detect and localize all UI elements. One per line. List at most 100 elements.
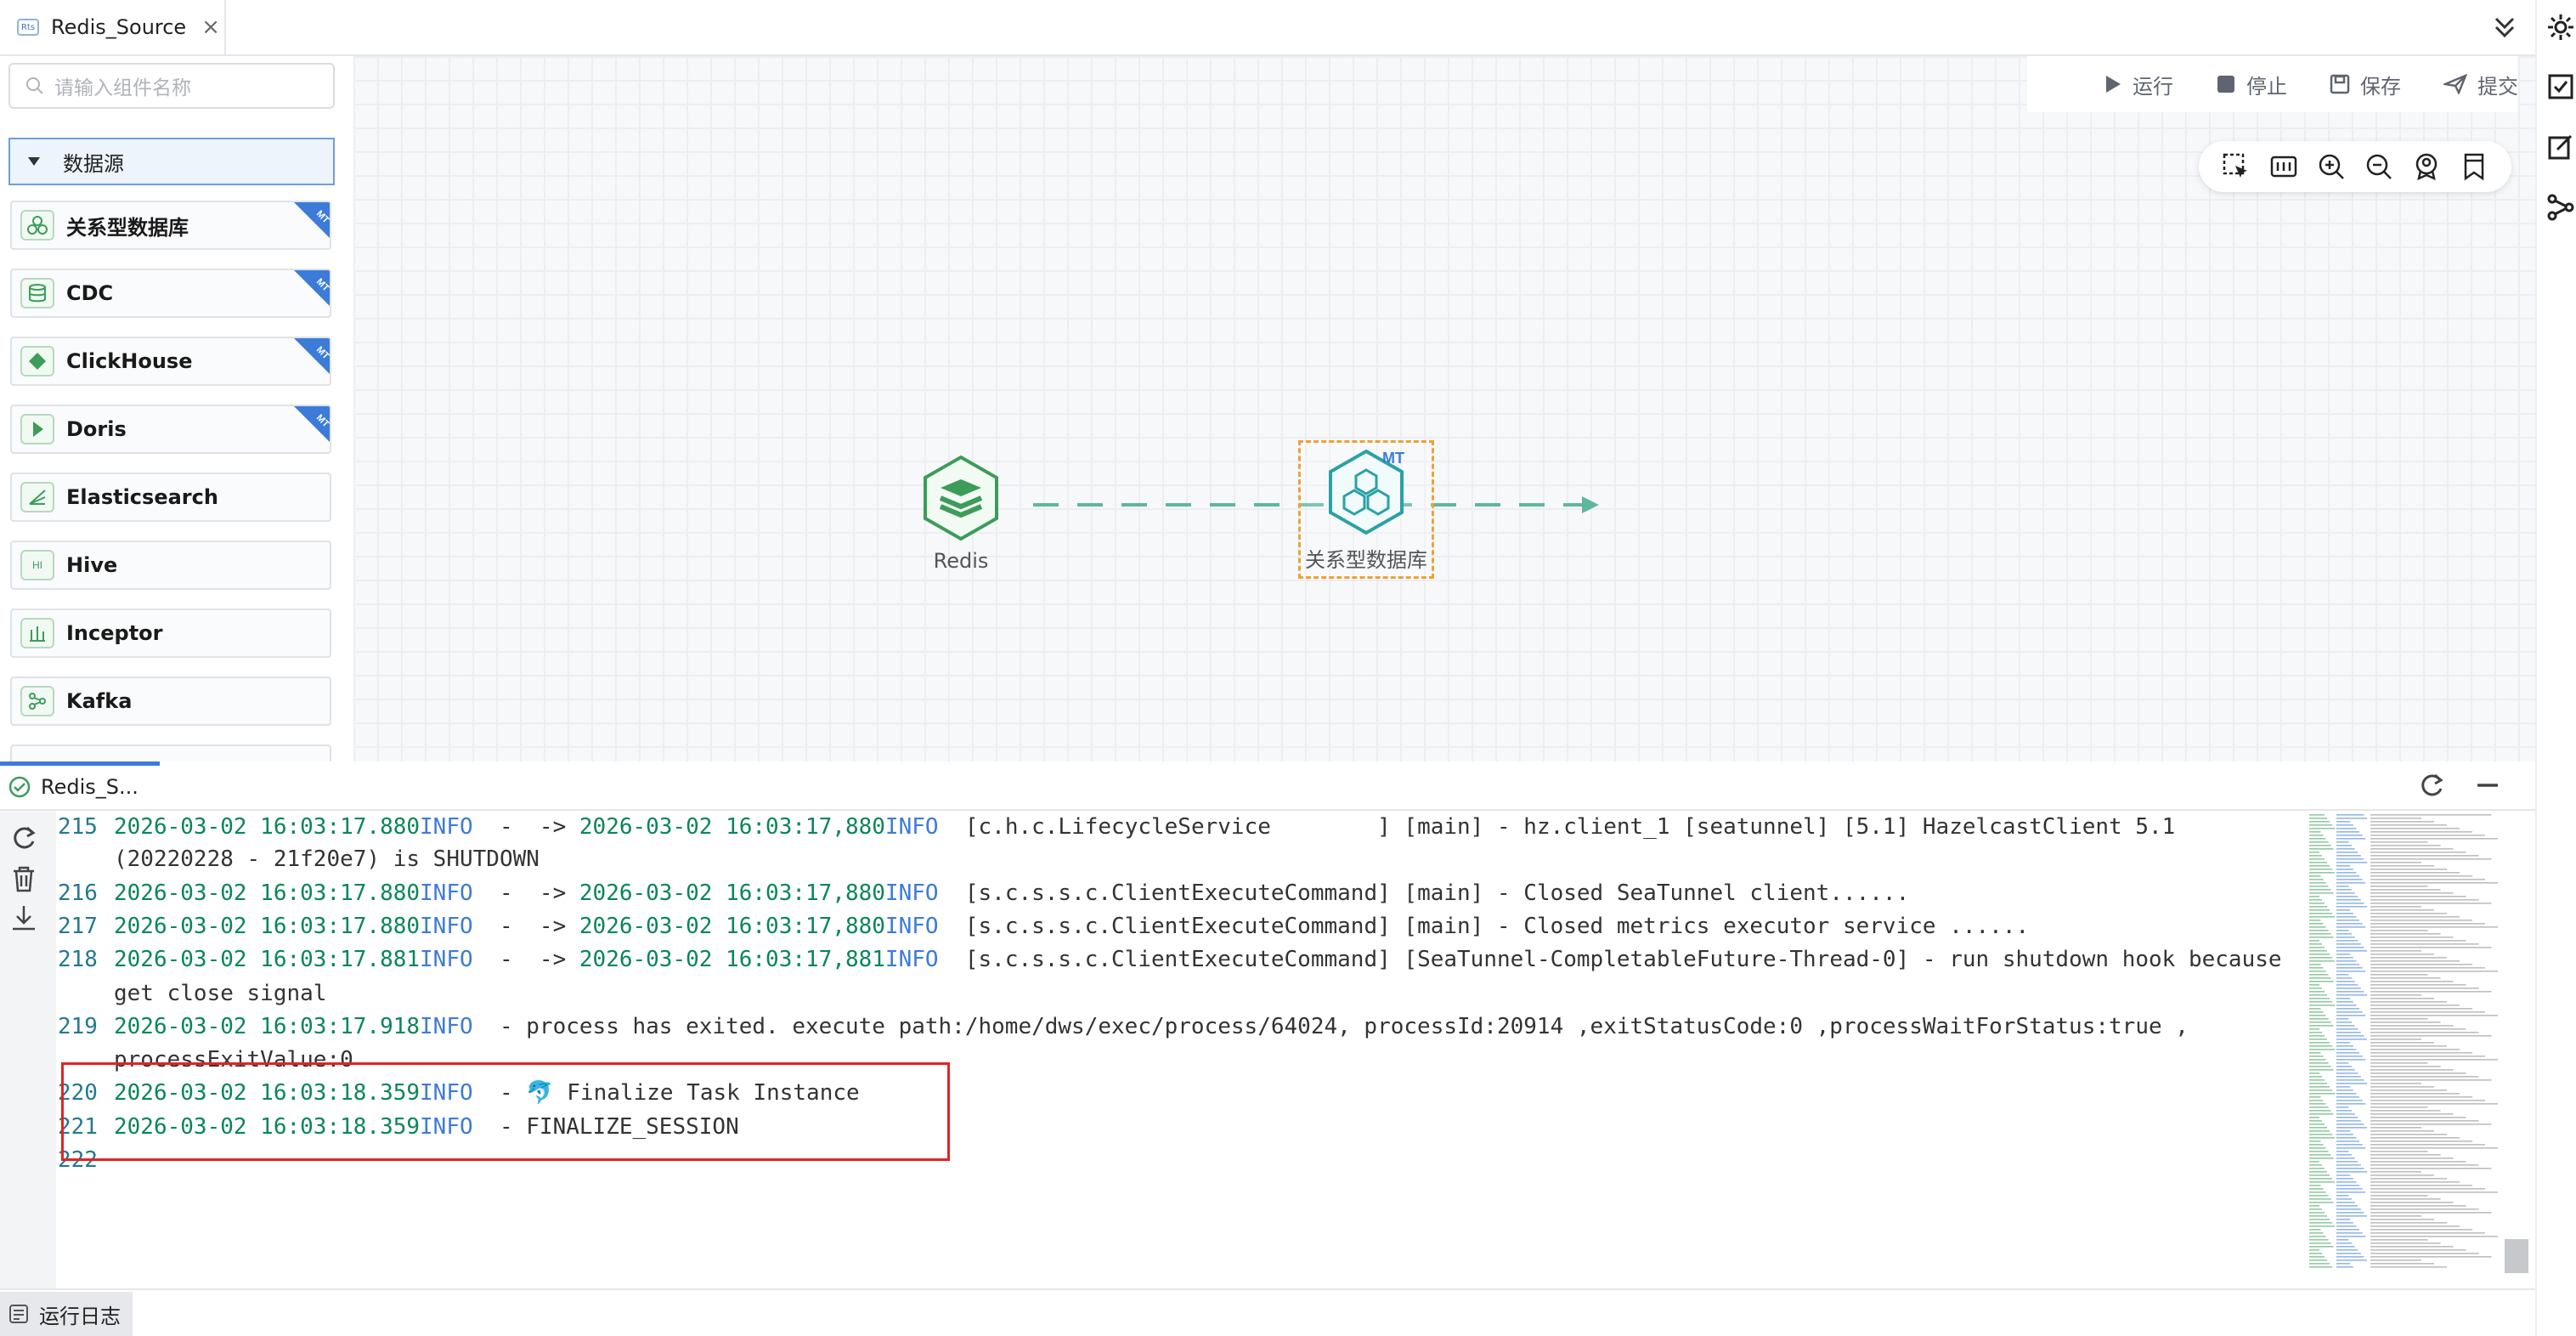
relational-db-icon <box>1329 449 1404 535</box>
zoom-in-icon[interactable] <box>2308 143 2355 190</box>
send-icon <box>2443 74 2467 94</box>
node-relational-db[interactable]: MT 关系型数据库 <box>1298 440 1434 579</box>
workflow-canvas[interactable]: 运行 停止 保存 提交 <box>353 56 2535 761</box>
log-ts: 2026-03-02 16:03:18.359 <box>114 1080 421 1106</box>
highlight-box <box>61 1062 950 1161</box>
palette-item-partial[interactable] <box>10 744 331 761</box>
log-text: 2026-03-02 16:03:17.880INFO - -> 2026-03… <box>114 877 1909 909</box>
log-text: 2026-03-02 16:03:18.359INFO - 🐬 Finalize… <box>114 1077 860 1109</box>
log-rest: - 🐬 Finalize Task Instance <box>472 1080 860 1106</box>
log-ts2: 2026-03-02 16:03:17,880 <box>579 914 885 939</box>
right-side-toolbar <box>2535 0 2576 1336</box>
download-icon[interactable] <box>8 903 39 933</box>
inceptor-icon <box>20 618 54 648</box>
log-lv: INFO <box>420 1114 473 1140</box>
log-continuation: get close signal <box>114 981 327 1006</box>
search-icon <box>26 77 43 94</box>
checklist-icon[interactable] <box>2545 71 2576 102</box>
submit-button[interactable]: 提交 <box>2443 70 2518 99</box>
line-number: 217 <box>58 914 98 939</box>
log-rest: [s.c.s.s.c.ClientExecuteCommand] [main] … <box>938 914 2030 939</box>
kafka-icon <box>20 686 54 716</box>
line-number: 221 <box>58 1114 98 1140</box>
log-rest: [c.h.c.LifecycleService ] [main] - hz.cl… <box>938 814 2176 840</box>
save-label: 保存 <box>2360 74 2401 99</box>
save-button[interactable]: 保存 <box>2330 70 2401 99</box>
locate-icon[interactable] <box>2403 143 2450 190</box>
tab-bar: Rts Redis_Source × <box>0 0 2535 56</box>
tab-title: Redis_Source <box>51 15 187 39</box>
palette-item-cdc[interactable]: CDC MT <box>10 269 331 318</box>
box-select-icon[interactable] <box>2212 143 2260 190</box>
palette-item-label: 关系型数据库 <box>66 215 189 240</box>
run-log-button[interactable]: 运行日志 <box>0 1292 133 1336</box>
log-lv: INFO <box>420 814 473 840</box>
line-number: 220 <box>58 1080 98 1106</box>
log-rest: - process has exited. execute path:/home… <box>472 1014 2189 1039</box>
reload-icon[interactable] <box>8 823 39 853</box>
palette-item-label: Doris <box>66 417 127 441</box>
log-text: 2026-03-02 16:03:17.880INFO - -> 2026-03… <box>114 811 2175 843</box>
mt-badge: MT <box>1382 450 1404 467</box>
palette-item-elasticsearch[interactable]: Elasticsearch <box>10 473 331 522</box>
minimap-scrollbar[interactable] <box>2505 1239 2528 1273</box>
relational-db-icon <box>20 210 54 241</box>
log-continuation: (20220228 - 21f20e7) is SHUTDOWN <box>114 846 539 872</box>
palette-item-label: CDC <box>66 281 114 305</box>
close-icon[interactable]: × <box>201 14 220 40</box>
log-ts: 2026-03-02 16:03:18.359 <box>114 1114 421 1140</box>
cdc-icon <box>20 278 54 309</box>
node-label: 关系型数据库 <box>1305 548 1427 572</box>
log-minimap[interactable] <box>2308 811 2511 1270</box>
log-ts: 2026-03-02 16:03:17.880 <box>114 880 421 906</box>
mt-badge-icon: MT <box>294 338 330 374</box>
refresh-icon[interactable] <box>2418 772 2445 799</box>
tab-redis-source[interactable]: Rts Redis_Source × <box>0 0 226 54</box>
palette-item-hive[interactable]: HI Hive <box>10 541 331 590</box>
fit-view-icon[interactable] <box>2260 143 2308 190</box>
log-rest: [s.c.s.s.c.ClientExecuteCommand] [SeaTun… <box>938 947 2282 972</box>
stop-icon <box>2217 76 2234 93</box>
flow-edge[interactable] <box>1025 490 1619 524</box>
log-header: Redis_S... <box>0 761 2535 811</box>
log-text: 2026-03-02 16:03:17.880INFO - -> 2026-03… <box>114 910 2029 943</box>
palette-item-clickhouse[interactable]: ClickHouse MT <box>10 337 331 386</box>
chevron-double-down-icon[interactable] <box>2488 10 2522 44</box>
log-line: 221 2026-03-02 16:03:18.359INFO - FINALIZ… <box>56 1111 2308 1143</box>
log-line: (20220228 - 21f20e7) is SHUTDOWN <box>56 843 2308 875</box>
doris-icon <box>20 414 54 444</box>
log-line: get close signal <box>56 977 2308 1010</box>
log-lv: INFO <box>420 947 473 972</box>
log-ts2: 2026-03-02 16:03:17,881 <box>579 947 885 972</box>
minimize-icon[interactable] <box>2474 772 2501 799</box>
palette-item-kafka[interactable]: Kafka <box>10 676 331 726</box>
palette-item-label: Kafka <box>66 689 133 713</box>
run-log-label: 运行日志 <box>39 1304 121 1328</box>
log-header-actions <box>2418 772 2501 799</box>
bookmark-icon[interactable] <box>2450 143 2498 190</box>
mt-badge-icon: MT <box>294 202 330 238</box>
log-line: 220 2026-03-02 16:03:18.359INFO - 🐬 Final… <box>56 1077 2308 1109</box>
group-datasource[interactable]: 数据源 <box>8 138 335 185</box>
search-input[interactable]: 请输入组件名称 <box>8 63 335 109</box>
settings-icon[interactable] <box>2545 12 2576 42</box>
edit-icon[interactable] <box>2545 131 2576 161</box>
node-redis[interactable]: Redis <box>897 454 1025 573</box>
lineage-icon[interactable] <box>2545 192 2576 223</box>
stop-button[interactable]: 停止 <box>2216 70 2287 99</box>
palette-item-doris[interactable]: Doris MT <box>10 405 331 454</box>
delete-icon[interactable] <box>8 863 39 894</box>
log-lv: INFO <box>420 880 473 906</box>
palette-item-inceptor[interactable]: Inceptor <box>10 609 331 658</box>
palette-item-relational-db[interactable]: 关系型数据库 MT <box>10 201 331 250</box>
zoom-out-icon[interactable] <box>2355 143 2403 190</box>
log-mid: - -> <box>472 880 579 906</box>
run-button[interactable]: 运行 <box>2104 70 2173 99</box>
log-lv2: INFO <box>884 947 939 972</box>
log-tab[interactable]: Redis_S... <box>8 775 138 799</box>
log-text: 2026-03-02 16:03:18.359INFO - FINALIZE_S… <box>114 1111 739 1143</box>
group-label: 数据源 <box>63 151 124 176</box>
